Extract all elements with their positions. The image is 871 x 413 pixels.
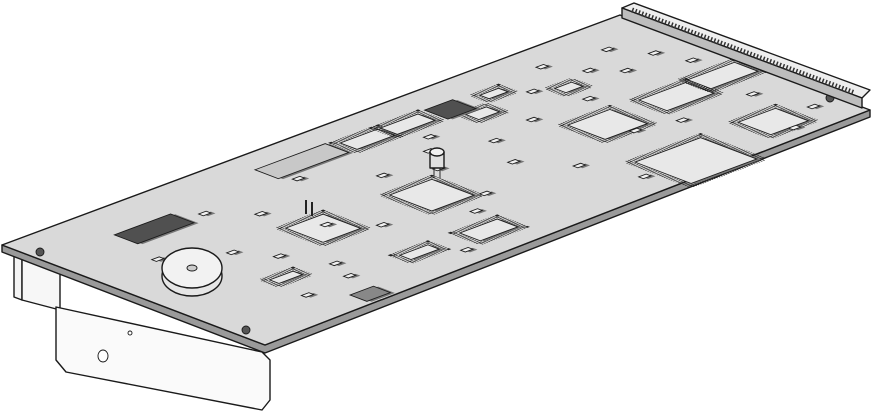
smd-component [225,249,244,256]
smd-component [745,91,764,97]
ic-chip [467,83,521,104]
mounting-hole [35,247,45,257]
smd-component [375,172,394,179]
smd-component [487,137,506,144]
bridge-rectifier [348,285,395,302]
smd-component [525,88,544,95]
smd-component [675,117,694,123]
smd-component [525,116,544,123]
smd-component [647,50,666,56]
buzzer [161,247,223,297]
smd-component [197,210,216,217]
qfp-chip [377,174,487,216]
smd-component [291,175,310,182]
smd-component [628,127,647,134]
smd-component [328,260,347,267]
smd-component [319,221,338,228]
smd-component [478,190,497,197]
qfp-chip [555,104,660,144]
smd-component [506,159,525,165]
smd-component [787,124,806,131]
smd-component [300,292,319,298]
smd-component [375,221,394,228]
smd-component [468,208,487,214]
pin-header [113,213,199,245]
inductor [423,99,481,120]
smd-component [272,253,291,259]
smd-component [422,134,441,140]
smd-component [581,67,600,74]
smd-component [342,272,361,279]
qfp-chip-large [622,133,769,189]
bracket-hole [97,349,109,363]
capacitor [429,147,445,178]
smd-component [600,46,619,53]
smd-component [806,103,825,110]
smd-component [253,210,272,217]
jumper-pins [305,200,313,216]
smd-component [459,246,478,253]
mounting-hole [241,325,251,335]
edge-connector [621,2,871,109]
display-module [253,143,354,180]
smd-component [619,67,638,74]
smd-component [534,63,553,70]
smd-component [571,162,591,169]
smd-component [581,95,600,102]
ic-chip [675,57,771,94]
smd-component [684,57,703,63]
smd-component [637,173,656,180]
